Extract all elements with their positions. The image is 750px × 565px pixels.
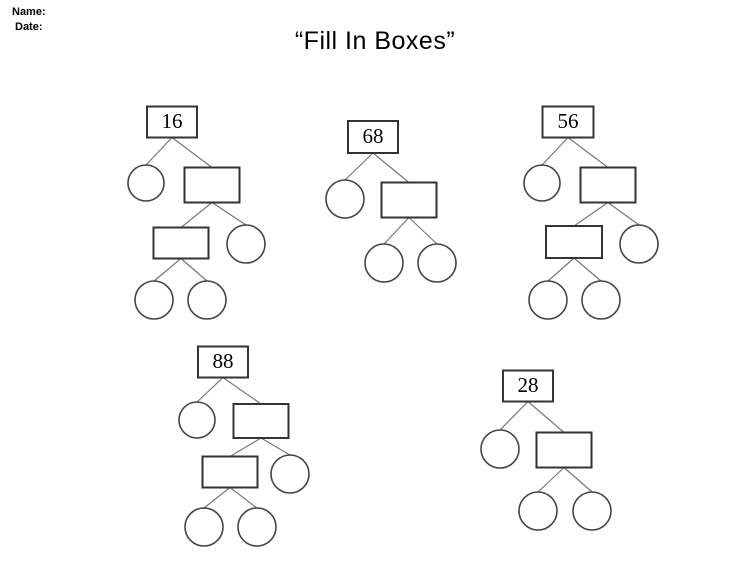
tree-connector-line [563, 467, 593, 493]
tree-connector-line [408, 217, 438, 245]
tree-connector-line [499, 401, 529, 431]
answer-box-blank[interactable] [535, 431, 593, 469]
tree-connector-line [260, 437, 291, 456]
number-bond-tree: 68 [325, 120, 457, 283]
tree-connector-line [527, 401, 565, 433]
name-field-label: Name: [12, 6, 46, 18]
tree-connector-line [203, 487, 231, 509]
answer-circle-blank[interactable] [127, 164, 165, 202]
answer-circle-blank[interactable] [518, 491, 558, 531]
answer-circle-blank[interactable] [619, 224, 659, 264]
tree-connector-line [171, 137, 213, 168]
tree-connector-line [229, 437, 262, 458]
node-value-text: 88 [213, 349, 234, 373]
tree-connector-line [222, 377, 262, 405]
answer-box-filled[interactable] [541, 105, 595, 139]
answer-box-blank[interactable] [380, 181, 438, 219]
answer-circle-blank[interactable] [226, 224, 266, 264]
date-field-label: Date: [15, 21, 43, 33]
number-bond-tree: 88 [178, 345, 310, 547]
answer-circle-blank[interactable] [364, 243, 404, 283]
tree-connector-line [573, 257, 602, 282]
number-bond-tree: 28 [480, 369, 612, 531]
answer-circle-blank[interactable] [572, 491, 612, 531]
tree-connector-line [344, 152, 374, 181]
answer-circle-blank[interactable] [528, 280, 568, 320]
tree-connector-line [180, 202, 213, 228]
number-bond-tree: 56 [523, 105, 659, 320]
answer-box-filled[interactable] [347, 120, 399, 154]
node-value-text: 16 [162, 109, 183, 133]
tree-connector-line [567, 137, 609, 168]
answer-box-blank[interactable] [579, 166, 637, 204]
page-title: “Fill In Boxes” [294, 27, 456, 55]
tree-connector-line [153, 258, 182, 282]
node-value-text: 68 [363, 124, 384, 148]
tree-connector-line [541, 137, 569, 166]
student-header: Name: Date: [12, 5, 46, 35]
answer-circle-blank[interactable] [237, 507, 277, 547]
tree-connector-line [180, 258, 208, 282]
tree-connector-line [372, 152, 410, 183]
answer-circle-blank[interactable] [417, 243, 457, 283]
answer-circle-blank[interactable] [178, 401, 216, 439]
answer-box-blank[interactable] [183, 166, 241, 204]
answer-box-blank[interactable] [545, 225, 603, 259]
answer-circle-blank[interactable] [480, 429, 520, 469]
answer-box-filled[interactable] [146, 105, 198, 139]
node-value-text: 56 [558, 109, 579, 133]
tree-connector-line [383, 217, 410, 245]
tree-connector-line [145, 137, 173, 166]
answer-box-blank[interactable] [201, 455, 259, 489]
tree-connector-line [537, 467, 565, 493]
answer-box-filled[interactable] [502, 369, 554, 403]
answer-circle-blank[interactable] [270, 454, 310, 494]
tree-connector-line [211, 201, 247, 226]
number-bond-tree: 16 [127, 105, 266, 320]
answer-circle-blank[interactable] [134, 280, 174, 320]
answer-box-filled[interactable] [197, 345, 249, 379]
tree-connector-line [573, 202, 609, 227]
answer-box-blank[interactable] [152, 226, 210, 260]
answer-circle-blank[interactable] [581, 280, 621, 320]
answer-circle-blank[interactable] [187, 280, 227, 320]
answer-circle-blank[interactable] [184, 507, 224, 547]
node-value-text: 28 [518, 373, 539, 397]
tree-connector-line [547, 257, 575, 282]
tree-connector-line [607, 202, 640, 226]
answer-circle-blank[interactable] [523, 164, 561, 202]
answer-circle-blank[interactable] [325, 179, 365, 219]
tree-connector-line [229, 487, 258, 509]
answer-box-blank[interactable] [232, 403, 290, 439]
tree-connector-line [196, 377, 224, 403]
